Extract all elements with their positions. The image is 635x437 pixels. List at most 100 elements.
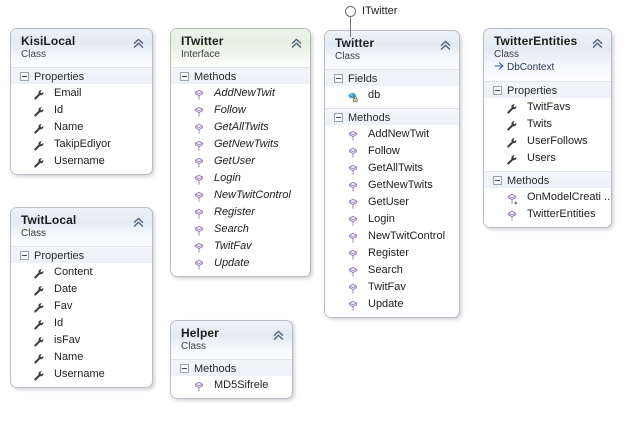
member-row[interactable]: Register <box>325 245 459 262</box>
member-row[interactable]: Id <box>11 315 152 332</box>
property-wrench-icon <box>33 105 45 117</box>
method-protected-icon <box>506 192 518 205</box>
minus-box-icon[interactable] <box>20 251 29 260</box>
member-row[interactable]: NewTwitControl <box>325 228 459 245</box>
member-row[interactable]: TwitterEntities <box>484 206 611 223</box>
chevron-up-icon[interactable] <box>440 38 451 50</box>
member-row[interactable]: TakipEdiyor <box>11 136 152 153</box>
member-name: Name <box>54 351 84 363</box>
member-row[interactable]: TwitFav <box>171 238 310 255</box>
compartment-header-methods[interactable]: Methods <box>484 171 611 188</box>
member-row[interactable]: Update <box>325 296 459 313</box>
member-row[interactable]: Follow <box>171 102 310 119</box>
minus-box-icon[interactable] <box>493 176 502 185</box>
member-name: MD5Sifrele <box>214 379 269 391</box>
compartment-header-properties[interactable]: Properties <box>11 246 152 263</box>
member-row[interactable]: GetUser <box>171 153 310 170</box>
compartment-header-properties[interactable]: Properties <box>484 81 611 98</box>
class-name: TwitterEntities <box>494 34 578 48</box>
member-row[interactable]: Search <box>325 262 459 279</box>
chevron-up-icon[interactable] <box>592 36 603 48</box>
member-row[interactable]: Name <box>11 349 152 366</box>
compartment-label: Properties <box>34 70 85 83</box>
compartment-header-methods[interactable]: Methods <box>325 108 459 125</box>
member-row[interactable]: AddNewTwit <box>325 126 459 143</box>
member-name: GetUser <box>368 196 409 208</box>
member-row[interactable]: Follow <box>325 143 459 160</box>
member-row[interactable]: Username <box>11 366 152 383</box>
minus-box-icon[interactable] <box>334 113 343 122</box>
member-name: Id <box>54 104 64 116</box>
member-row[interactable]: GetAllTwits <box>325 160 459 177</box>
compartment-header-properties[interactable]: Properties <box>11 67 152 84</box>
member-row[interactable]: Login <box>325 211 459 228</box>
member-row[interactable]: Username <box>11 153 152 170</box>
member-row[interactable]: Login <box>171 170 310 187</box>
member-name: GetUser <box>214 155 255 167</box>
member-row[interactable]: Content <box>11 264 152 281</box>
minus-box-icon[interactable] <box>20 72 29 81</box>
member-row[interactable]: Update <box>171 255 310 272</box>
member-row[interactable]: OnModelCreati ... <box>484 189 611 206</box>
minus-box-icon[interactable] <box>180 72 189 81</box>
compartment-label: Methods <box>194 362 237 375</box>
member-row[interactable]: GetNewTwits <box>171 136 310 153</box>
minus-box-icon[interactable] <box>334 74 343 83</box>
member-row[interactable]: Name <box>11 119 152 136</box>
chevron-up-icon[interactable] <box>133 36 144 48</box>
member-row[interactable]: AddNewTwit <box>171 85 310 102</box>
member-row[interactable]: TwitFav <box>325 279 459 296</box>
class-kind-label: Class <box>21 49 47 60</box>
method-icon <box>506 209 518 221</box>
minus-box-icon[interactable] <box>180 364 189 373</box>
member-row[interactable]: Email <box>11 85 152 102</box>
member-name: TwitFavs <box>527 101 571 113</box>
property-wrench-icon <box>33 139 45 151</box>
lollipop-circle-icon[interactable] <box>345 6 356 17</box>
member-row[interactable]: Users <box>484 150 611 167</box>
member-row[interactable]: Date <box>11 281 152 298</box>
member-row[interactable]: Twits <box>484 116 611 133</box>
member-row[interactable]: TwitFavs <box>484 99 611 116</box>
method-icon <box>193 380 205 392</box>
compartment-header-methods[interactable]: Methods <box>171 359 292 376</box>
chevron-up-icon[interactable] <box>273 328 284 340</box>
member-row[interactable]: Id <box>11 102 152 119</box>
member-row[interactable]: Fav <box>11 298 152 315</box>
minus-box-icon[interactable] <box>493 86 502 95</box>
member-row[interactable]: UserFollows <box>484 133 611 150</box>
chevron-up-icon[interactable] <box>291 36 302 48</box>
method-icon <box>347 129 359 141</box>
member-row[interactable]: GetNewTwits <box>325 177 459 194</box>
property-wrench-icon <box>33 301 45 313</box>
member-row[interactable]: NewTwitControl <box>171 187 310 204</box>
compartment-label: Properties <box>507 84 558 97</box>
compartment-label: Properties <box>34 249 85 262</box>
chevron-up-icon[interactable] <box>133 215 144 227</box>
member-row[interactable]: GetUser <box>325 194 459 211</box>
compartment-header-fields[interactable]: Fields <box>325 69 459 86</box>
member-row[interactable]: Register <box>171 204 310 221</box>
member-row[interactable]: isFav <box>11 332 152 349</box>
property-wrench-icon <box>33 369 45 381</box>
member-name: OnModelCreati ... <box>527 191 612 203</box>
member-row[interactable]: GetAllTwits <box>171 119 310 136</box>
member-row[interactable]: Search <box>171 221 310 238</box>
member-row[interactable]: MD5Sifrele <box>171 377 292 394</box>
member-row[interactable]: db <box>325 87 459 104</box>
compartment-header-methods[interactable]: Methods <box>171 67 310 84</box>
